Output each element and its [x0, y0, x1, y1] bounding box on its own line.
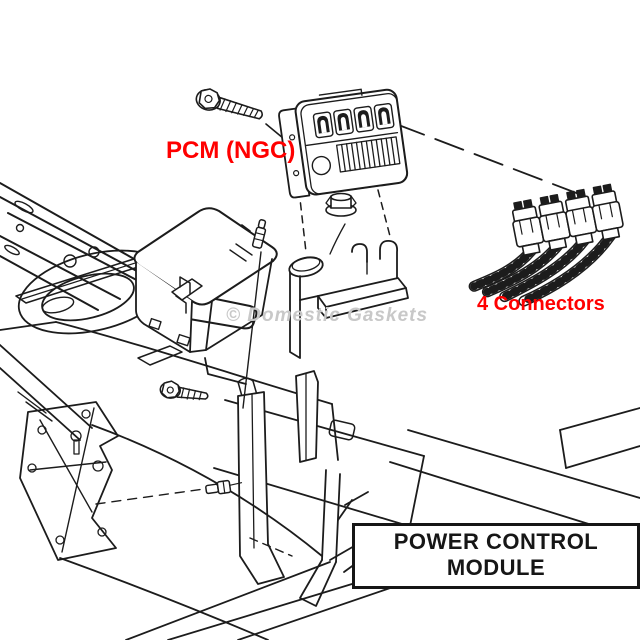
suspension-bracket-drawing — [19, 401, 119, 561]
watermark: © Domestic Gaskets — [226, 305, 429, 326]
fuse-box-drawing — [133, 207, 278, 353]
bay-stud-drawing — [205, 479, 243, 495]
connectors-label: 4 Connectors — [477, 293, 605, 315]
bay-bolt-drawing — [159, 380, 209, 401]
strut-tower-drawing — [17, 246, 173, 422]
mounting-bolt-drawing — [195, 88, 263, 120]
pcm-label: PCM (NGC) — [166, 137, 296, 164]
title-box: POWER CONTROL MODULE — [352, 523, 640, 589]
title-text: POWER CONTROL MODULE — [393, 529, 599, 581]
leader-lines-drawing — [242, 123, 593, 409]
cowl-panel-drawing — [0, 182, 251, 311]
connector-assembly-drawing — [468, 183, 624, 307]
pcm-module-drawing — [278, 88, 409, 199]
frame-rails-drawing — [0, 344, 640, 640]
flange-nut-drawing — [325, 192, 357, 217]
mounting-bracket-drawing — [288, 240, 409, 359]
pillar-bracket-drawing — [237, 370, 319, 585]
